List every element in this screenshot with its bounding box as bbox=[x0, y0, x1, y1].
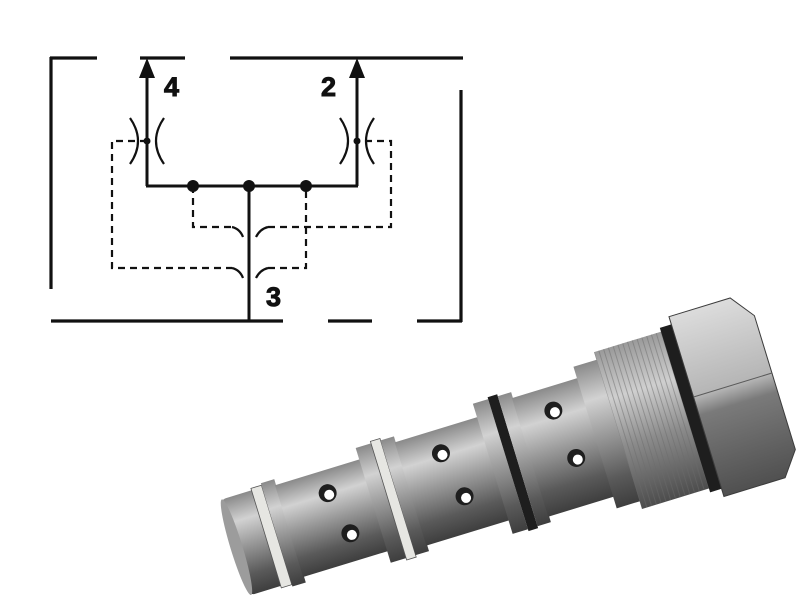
port-2-label: 2 bbox=[321, 72, 336, 102]
port-4-line bbox=[139, 58, 155, 186]
valve-section-2 bbox=[394, 416, 511, 546]
main-flow-lines bbox=[146, 184, 358, 321]
junction-dots bbox=[187, 180, 312, 192]
arrow-up-icon bbox=[349, 58, 365, 78]
arrow-up-icon bbox=[139, 58, 155, 78]
port-4-label: 4 bbox=[164, 72, 179, 102]
valve-nose bbox=[220, 479, 306, 596]
cartridge-valve-render bbox=[220, 297, 796, 596]
valve-shoulder bbox=[573, 359, 642, 509]
valve-section-1 bbox=[275, 458, 390, 578]
valve-oring bbox=[659, 324, 722, 493]
port-2-line bbox=[349, 58, 365, 186]
envelope-border bbox=[49, 56, 463, 323]
pilot-lines-dashed bbox=[110, 139, 393, 279]
valve-thread bbox=[594, 331, 711, 509]
valve-land-2 bbox=[355, 436, 430, 563]
port-3-label: 3 bbox=[266, 282, 281, 312]
hydraulic-schematic: 4 2 3 bbox=[49, 56, 463, 323]
valve-land-3 bbox=[472, 392, 551, 534]
valve-hex-nut bbox=[668, 297, 796, 498]
